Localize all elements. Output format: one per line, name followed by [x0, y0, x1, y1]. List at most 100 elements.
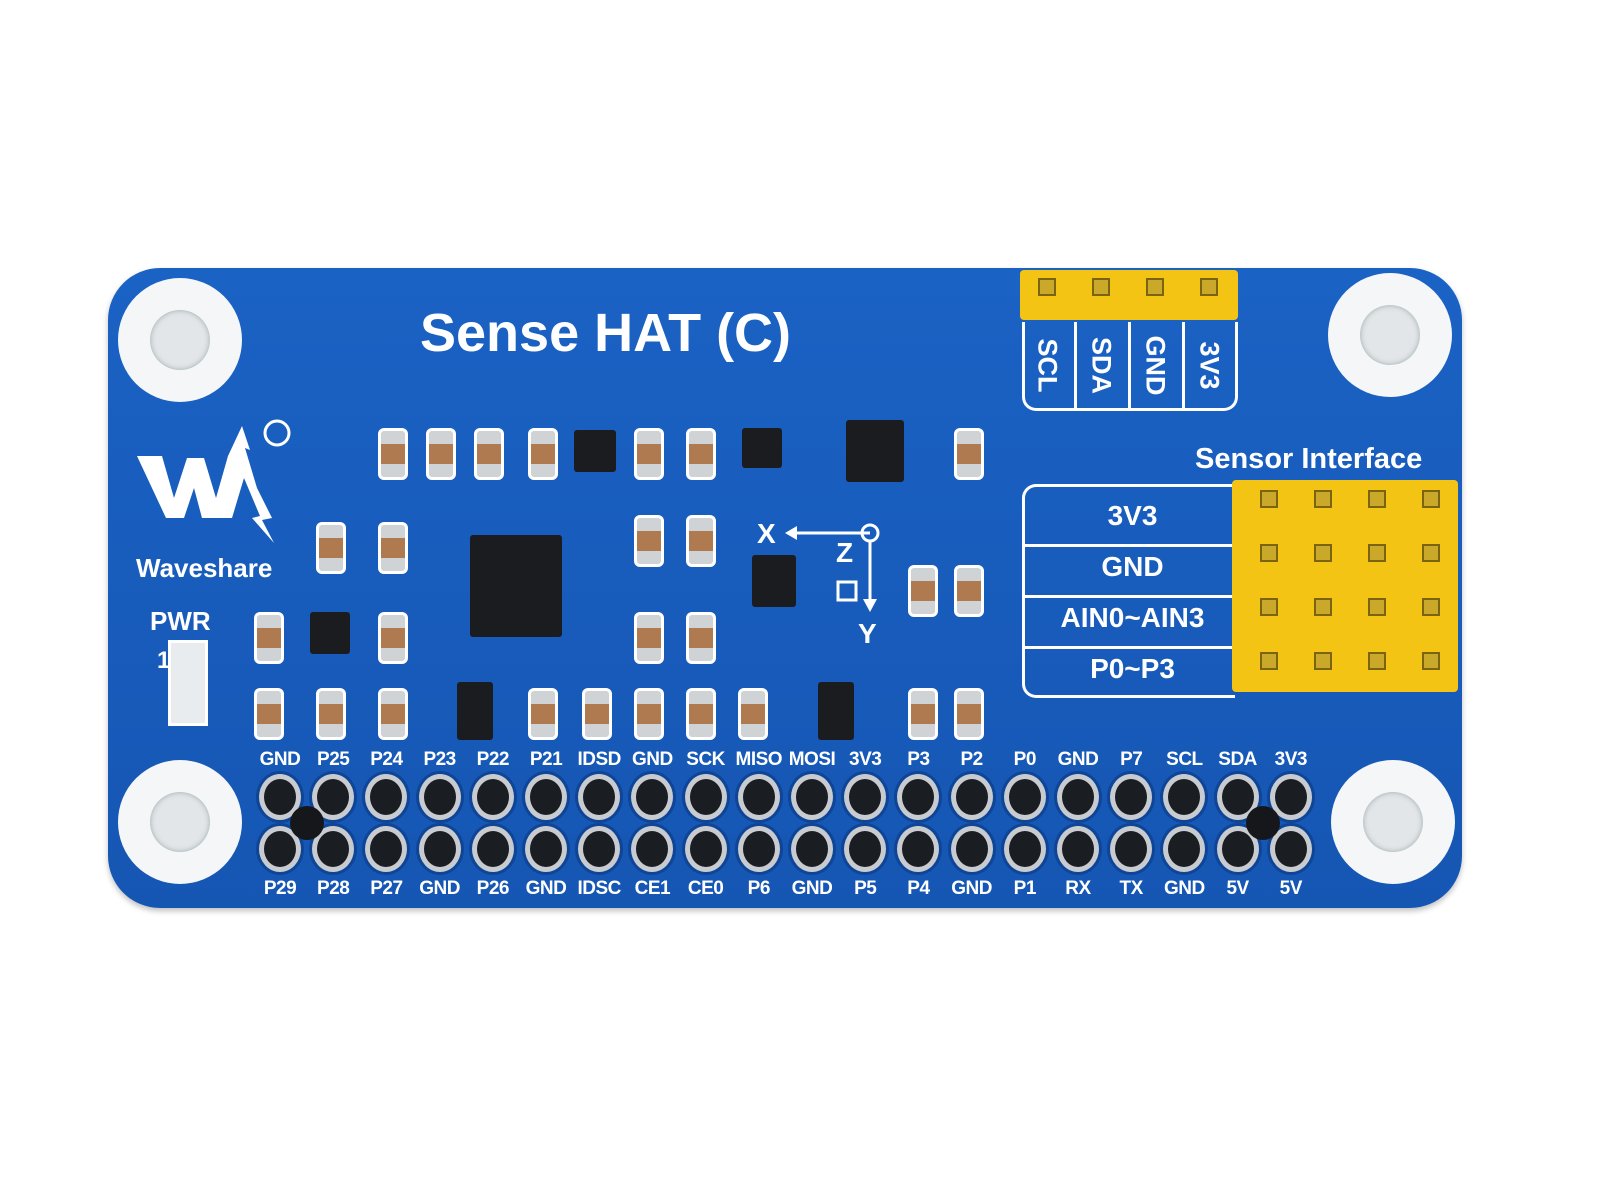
- sensor-interface-box: [1022, 484, 1235, 698]
- gpio-pin: [1269, 826, 1312, 872]
- smd-resistor: [582, 688, 612, 740]
- gpio-top-label: SCL: [1166, 749, 1203, 770]
- gpio-top-label: GND: [1057, 749, 1099, 770]
- header-pin: [1422, 490, 1440, 508]
- gpio-pin: [684, 826, 727, 872]
- gpio-bottom-label: GND: [419, 878, 460, 899]
- adc-chip: [470, 535, 562, 637]
- smd-resistor: [378, 688, 408, 740]
- sensor-row-label: GND: [1101, 551, 1164, 582]
- sensor-row-label: 3V3: [1107, 500, 1158, 531]
- gpio-bottom-label: P1: [1013, 878, 1037, 899]
- header-pin: [1314, 544, 1332, 562]
- gpio-pin: [418, 826, 461, 872]
- alignment-drill: [1246, 806, 1280, 840]
- transistor-chip: [818, 682, 854, 740]
- smd-resistor: [634, 688, 664, 740]
- smd-resistor: [954, 428, 984, 480]
- header-pin: [1260, 490, 1278, 508]
- gpio-bottom-label: CE0: [687, 878, 724, 899]
- gpio-pin: [1163, 826, 1206, 872]
- header-pin: [1368, 490, 1386, 508]
- gpio-pin: [578, 826, 621, 872]
- smd-resistor: [908, 565, 938, 617]
- divider: [1128, 322, 1131, 408]
- smd-resistor: [528, 428, 558, 480]
- i2c-pin-label: GND: [1140, 335, 1171, 396]
- smd-resistor: [686, 612, 716, 664]
- i2c-label-box: [1022, 322, 1238, 411]
- gpio-pin: [950, 826, 993, 872]
- gpio-bottom-label: P27: [370, 878, 403, 899]
- imu-chip: [752, 555, 796, 607]
- gpio-pin: [1057, 826, 1099, 872]
- gpio-top-label: P3: [907, 749, 930, 770]
- header-pin: [1422, 598, 1440, 616]
- i2c-pin-label: SDA: [1086, 336, 1117, 394]
- gpio-pin: [631, 774, 674, 820]
- gpio-pin: [471, 826, 514, 872]
- gpio-top-label: P21: [529, 749, 563, 770]
- smd-resistor: [378, 428, 408, 480]
- header-pin: [1368, 544, 1386, 562]
- sensor-row-label: P0~P3: [1090, 653, 1175, 684]
- header-pin: [1422, 652, 1440, 670]
- header-pin: [1314, 490, 1332, 508]
- axis-z-label: Z: [836, 537, 854, 568]
- gpio-pin: [365, 826, 408, 872]
- gpio-bottom-label: GND: [951, 878, 992, 899]
- smd-resistor: [738, 688, 768, 740]
- smd-resistor: [908, 688, 938, 740]
- gpio-pin: [418, 774, 461, 820]
- gpio-pin: [737, 774, 780, 820]
- mounting-hole: [1331, 760, 1455, 884]
- gpio-pin: [1110, 826, 1153, 872]
- gpio-bottom-label: P26: [476, 878, 510, 899]
- gpio-top-label: P22: [476, 749, 510, 770]
- gpio-bottom-label: P5: [854, 878, 877, 899]
- smd-resistor: [378, 612, 408, 664]
- waveshare-logo: [137, 419, 291, 543]
- sensor-chip: [846, 420, 904, 482]
- gpio-top-label: GND: [259, 749, 301, 770]
- header-pin: [1368, 598, 1386, 616]
- gpio-pin: [1216, 774, 1259, 820]
- gpio-pin: [365, 774, 408, 820]
- axis-y-label: Y: [858, 618, 877, 649]
- sensor-chip: [742, 428, 782, 468]
- sensor-chip: [574, 430, 616, 472]
- power-pin-marker: 1: [157, 647, 171, 674]
- header-pin: [1146, 278, 1164, 296]
- gpio-bottom-label: IDSC: [577, 878, 621, 899]
- gpio-top-label: P7: [1120, 749, 1143, 770]
- smd-resistor: [316, 688, 346, 740]
- gpio-bottom-label: P28: [317, 878, 350, 899]
- mounting-hole: [118, 278, 242, 402]
- gpio-bottom-label: GND: [791, 878, 833, 899]
- smd-resistor: [634, 515, 664, 567]
- gpio-top-label: P24: [370, 749, 403, 770]
- board-title: Sense HAT (C): [420, 303, 792, 363]
- header-pin: [1260, 652, 1278, 670]
- gpio-bottom-label: P29: [263, 878, 297, 899]
- gpio-pin: [684, 774, 727, 820]
- smd-resistor: [254, 612, 284, 664]
- gpio-pin: [897, 774, 940, 820]
- gpio-pin: [312, 826, 355, 872]
- gpio-pin: [1163, 774, 1206, 820]
- header-pin: [1422, 544, 1440, 562]
- i2c-pin-label: 3V3: [1194, 341, 1225, 390]
- gpio-pin: [1003, 774, 1046, 820]
- gpio-top-label: 3V3: [849, 749, 882, 770]
- gpio-pin: [1003, 826, 1046, 872]
- header-pin: [1200, 278, 1218, 296]
- smd-resistor: [686, 688, 716, 740]
- header-pin: [1260, 544, 1278, 562]
- gpio-bottom-label: P6: [747, 878, 771, 899]
- transistor-chip: [457, 682, 493, 740]
- gpio-pin: [259, 826, 301, 872]
- gpio-pin: [471, 774, 514, 820]
- gpio-pin: [1057, 774, 1099, 820]
- smd-resistor: [634, 428, 664, 480]
- gpio-bottom-label: 5V: [1226, 878, 1249, 899]
